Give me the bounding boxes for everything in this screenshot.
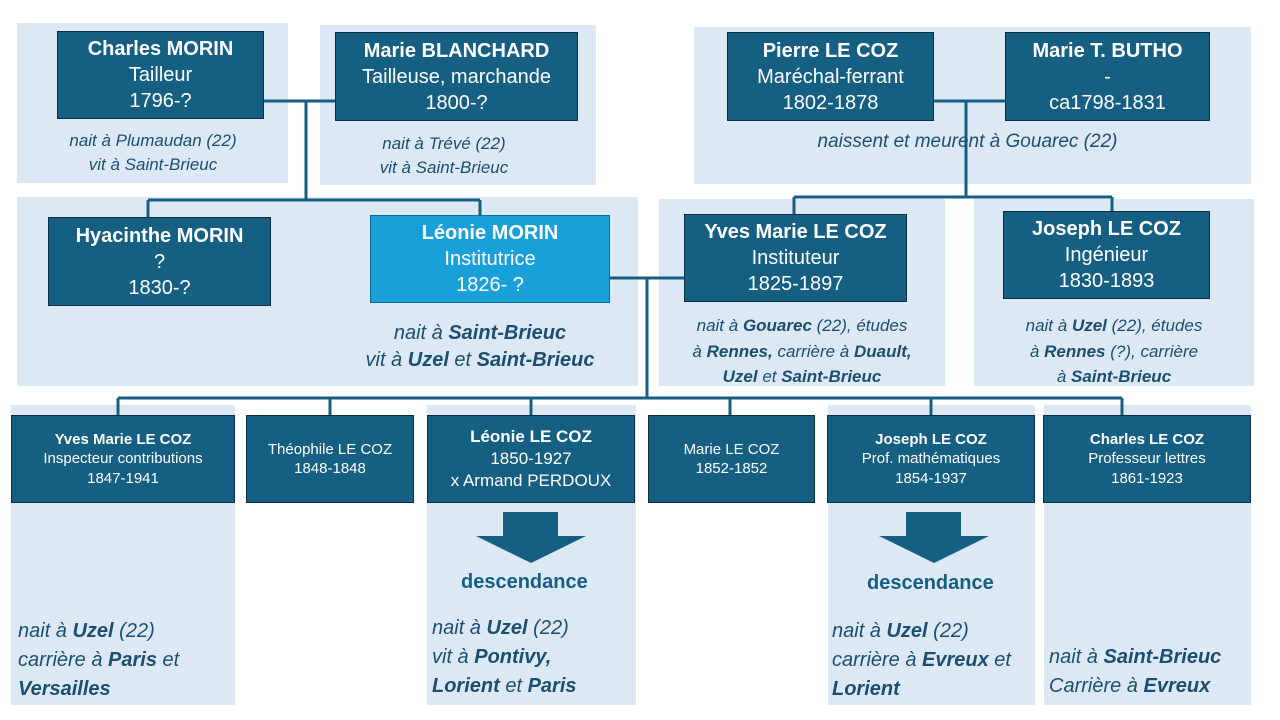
person-name: Léonie LE COZ <box>470 426 592 446</box>
child-marie-le-coz: Marie LE COZ 1852-1852 <box>648 415 815 503</box>
person-dates: 1796-? <box>129 90 192 112</box>
person-marie-blanchard: Marie BLANCHARD Tailleuse, marchande 180… <box>335 32 578 121</box>
person-dates: 1852-1852 <box>695 460 768 477</box>
person-name: Charles LE COZ <box>1089 430 1205 448</box>
person-role: Maréchal-ferrant <box>757 65 904 88</box>
person-role: Prof. mathématiques <box>861 450 1001 468</box>
person-name: Charles MORIN <box>87 38 234 60</box>
note-yves-marie: nait à Gouarec (22), études à Rennes, ca… <box>692 316 912 386</box>
note-child-joseph: nait à Uzel (22) carrière à Evreux et Lo… <box>832 620 1011 700</box>
child-theophile-le-coz: Théophile LE COZ 1848-1848 <box>246 415 414 503</box>
note-joseph: nait à Uzel (22), études à Rennes (?), c… <box>1025 316 1203 386</box>
person-dates: 1861-1923 <box>1111 469 1183 487</box>
note-charles-morin: nait à Plumaudan (22) vit à Saint-Brieuc <box>69 131 237 174</box>
person-role: Tailleur <box>128 64 193 86</box>
person-role: ? <box>153 250 166 273</box>
person-leonie-morin: Léonie MORIN Institutrice 1826- ? <box>370 215 610 303</box>
person-dates: 1830-? <box>128 276 191 299</box>
person-charles-morin: Charles MORIN Tailleur 1796-? <box>57 31 264 119</box>
child-yves-marie-le-coz: Yves Marie LE COZ Inspecteur contributio… <box>11 415 235 503</box>
note-leonie-morin: nait à Saint-Brieuc vit à Uzel et Saint-… <box>365 322 595 371</box>
arrow-down-icon <box>879 512 989 563</box>
note-child-leonie: nait à Uzel (22) vit à Pontivy, Lorient … <box>432 617 577 697</box>
person-name: Yves Marie LE COZ <box>704 221 887 243</box>
child-leonie-le-coz: Léonie LE COZ 1850-1927 x Armand PERDOUX <box>427 415 635 503</box>
person-role: Tailleuse, marchande <box>362 65 551 88</box>
person-role: Instituteur <box>751 247 840 269</box>
person-name: Yves Marie LE COZ <box>54 430 192 448</box>
person-role: Professeur lettres <box>1088 450 1206 468</box>
note-child-charles: nait à Saint-Brieuc Carrière à Evreux <box>1049 646 1222 697</box>
person-name: Joseph LE COZ <box>875 430 987 448</box>
arrow-down-icon <box>476 512 586 563</box>
person-name: Léonie MORIN <box>421 222 559 244</box>
person-dates: ca1798-1831 <box>1049 91 1166 114</box>
person-dates: 1830-1893 <box>1058 270 1155 292</box>
person-name: Pierre LE COZ <box>762 39 899 62</box>
person-dates: 1800-? <box>425 91 488 114</box>
person-dates: 1847-1941 <box>87 469 159 487</box>
person-name: Marie LE COZ <box>683 440 780 458</box>
child-charles-le-coz: Charles LE COZ Professeur lettres 1861-1… <box>1043 415 1251 503</box>
person-yves-marie-le-coz: Yves Marie LE COZ Instituteur 1825-1897 <box>684 214 907 302</box>
person-name: Théophile LE COZ <box>267 440 393 458</box>
person-dates: 1854-1937 <box>895 469 967 487</box>
person-name: Marie T. BUTHO <box>1032 39 1183 62</box>
person-spouse: x Armand PERDOUX <box>450 471 612 491</box>
person-marie-butho: Marie T. BUTHO - ca1798-1831 <box>1005 32 1210 121</box>
note-child-yves: nait à Uzel (22) carrière à Paris et Ver… <box>18 620 180 700</box>
person-role: Ingénieur <box>1064 244 1149 266</box>
person-name: Joseph LE COZ <box>1032 218 1181 240</box>
note-marie-blanchard: nait à Trévé (22) vit à Saint-Brieuc <box>379 134 509 177</box>
person-joseph-le-coz: Joseph LE COZ Ingénieur 1830-1893 <box>1003 211 1210 299</box>
descendance-label: descendance <box>867 572 994 594</box>
person-dates: 1850-1927 <box>490 448 572 468</box>
person-hyacinthe-morin: Hyacinthe MORIN ? 1830-? <box>48 217 271 306</box>
person-dates: 1802-1878 <box>782 91 879 114</box>
person-role: Institutrice <box>444 248 536 270</box>
person-name: Hyacinthe MORIN <box>75 224 244 247</box>
person-pierre-le-coz: Pierre LE COZ Maréchal-ferrant 1802-1878 <box>727 32 934 121</box>
person-dates: 1826- ? <box>456 274 524 296</box>
person-dates: 1825-1897 <box>747 273 844 295</box>
person-dates: 1848-1848 <box>294 460 366 477</box>
person-name: Marie BLANCHARD <box>363 39 550 62</box>
note-lecoz-parents: naissent et meurent à Gouarec (22) <box>817 131 1118 152</box>
person-role: Inspecteur contributions <box>43 450 203 468</box>
descendance-label: descendance <box>461 571 588 593</box>
person-role: - <box>1104 65 1111 88</box>
child-joseph-le-coz: Joseph LE COZ Prof. mathématiques 1854-1… <box>827 415 1035 503</box>
